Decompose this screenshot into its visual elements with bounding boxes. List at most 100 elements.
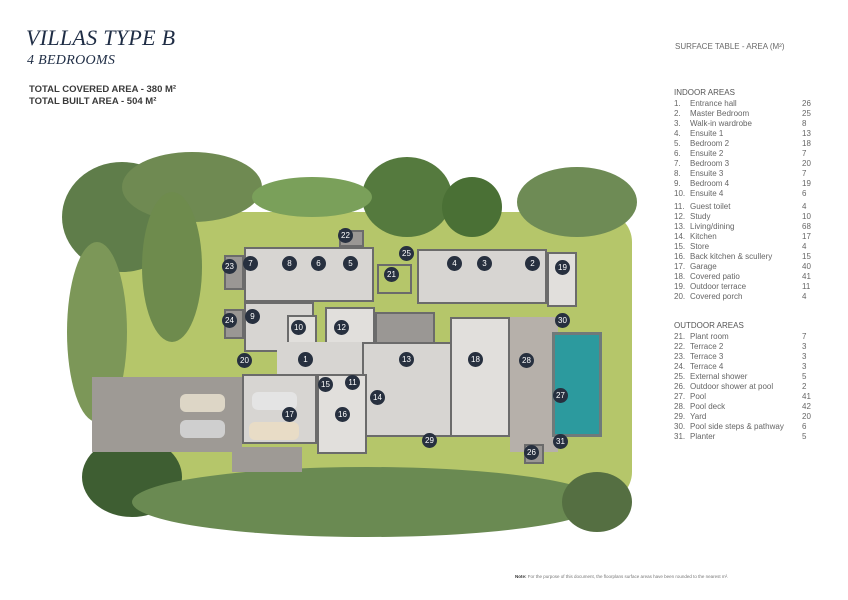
indoor-areas-table: INDOOR AREAS 1. Entrance hall 26 2. Master B… [674, 88, 834, 302]
room-marker: 15 [318, 377, 333, 392]
row-number: 20. [674, 292, 686, 301]
row-label: Ensuite 4 [690, 189, 724, 198]
row-value: 3 [802, 352, 807, 361]
plant-room [377, 264, 412, 294]
row-label: Walk-in wardrobe [690, 119, 752, 128]
covered-patio [450, 317, 510, 437]
room-marker: 6 [311, 256, 326, 271]
row-label: Terrace 3 [690, 352, 724, 361]
room-marker: 24 [222, 313, 237, 328]
car [180, 420, 225, 438]
row-number: 3. [674, 119, 681, 128]
room-marker: 23 [222, 259, 237, 274]
row-value: 11 [802, 282, 811, 291]
room-marker: 26 [524, 445, 539, 460]
row-number: 26. [674, 382, 686, 391]
row-number: 2. [674, 109, 681, 118]
row-label: Terrace 2 [690, 342, 724, 351]
vegetation [562, 472, 632, 532]
row-value: 4 [802, 202, 807, 211]
vegetation [442, 177, 502, 237]
outdoor-areas-heading: OUTDOOR AREAS [674, 321, 744, 330]
row-value: 8 [802, 119, 807, 128]
row-number: 27. [674, 392, 686, 401]
row-value: 42 [802, 402, 811, 411]
row-number: 21. [674, 332, 686, 341]
row-value: 19 [802, 179, 811, 188]
row-value: 26 [802, 99, 811, 108]
row-number: 23. [674, 352, 686, 361]
row-label: Master Bedroom [690, 109, 750, 118]
row-label: Bedroom 3 [690, 159, 730, 168]
room-marker: 2 [525, 256, 540, 271]
note-text: For the purpose of this document, the fl… [526, 574, 729, 579]
row-label: Guest toilet [690, 202, 731, 211]
row-value: 68 [802, 222, 811, 231]
pool-deck [510, 317, 558, 452]
indoor-area-row: 1. Entrance hall 26 [674, 99, 834, 109]
row-label: Planter [690, 432, 716, 441]
bedroom-wing [244, 247, 374, 302]
row-value: 17 [802, 232, 811, 241]
row-number: 25. [674, 372, 686, 381]
note-label: Note: [515, 574, 527, 579]
room-marker: 3 [477, 256, 492, 271]
area-totals: TOTAL COVERED AREA - 380 M² TOTAL BUILT … [29, 84, 176, 108]
row-label: Yard [690, 412, 707, 421]
room-marker: 30 [555, 313, 570, 328]
room-marker: 16 [335, 407, 350, 422]
row-label: Covered patio [690, 272, 740, 281]
row-label: Ensuite 3 [690, 169, 724, 178]
row-number: 5. [674, 139, 681, 148]
indoor-area-row: 3. Walk-in wardrobe 8 [674, 119, 834, 129]
row-label: Entrance hall [690, 99, 737, 108]
room-marker: 14 [370, 390, 385, 405]
room-marker: 29 [422, 433, 437, 448]
row-label: Pool side steps & pathway [690, 422, 784, 431]
room-marker: 13 [399, 352, 414, 367]
row-number: 31. [674, 432, 686, 441]
row-number: 7. [674, 159, 681, 168]
row-number: 8. [674, 169, 681, 178]
row-number: 1. [674, 99, 681, 108]
row-label: Garage [690, 262, 717, 271]
room-marker: 4 [447, 256, 462, 271]
row-label: Bedroom 2 [690, 139, 730, 148]
indoor-areas-heading: INDOOR AREAS [674, 88, 735, 97]
surface-table-title: SURFACE TABLE - AREA (M²) [675, 42, 785, 51]
row-number: 13. [674, 222, 686, 231]
room-marker: 1 [298, 352, 313, 367]
row-label: Outdoor shower at pool [690, 382, 774, 391]
car [252, 392, 297, 410]
room-marker: 28 [519, 353, 534, 368]
room-marker: 11 [345, 375, 360, 390]
page-subtitle: 4 BEDROOMS [27, 53, 116, 68]
row-number: 17. [674, 262, 686, 271]
row-label: Study [690, 212, 711, 221]
row-label: Living/dining [690, 222, 735, 231]
page-title: VILLAS TYPE B [26, 25, 176, 50]
row-value: 15 [802, 252, 811, 261]
row-number: 10. [674, 189, 686, 198]
car [180, 394, 225, 412]
row-value: 13 [802, 129, 811, 138]
row-label: Ensuite 1 [690, 129, 724, 138]
row-value: 25 [802, 109, 811, 118]
room-marker: 25 [399, 246, 414, 261]
entrance-hall [277, 342, 377, 377]
row-label: Bedroom 4 [690, 179, 730, 188]
room-marker: 7 [243, 256, 258, 271]
